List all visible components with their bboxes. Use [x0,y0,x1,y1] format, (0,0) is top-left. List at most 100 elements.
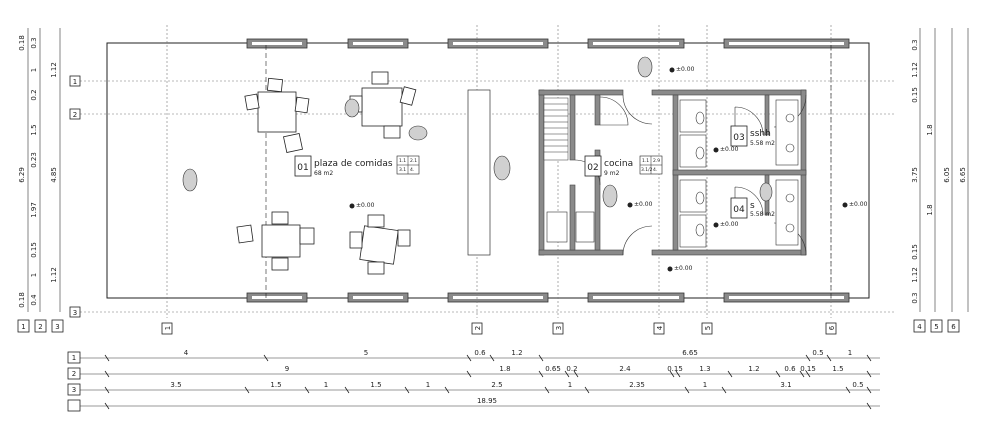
dimension-value: 1.5 [30,124,38,135]
room-code: 4. [653,167,657,173]
room-label-01: 01 plaza de comidas 68 m2 1.1 2.1 3.1 4. [294,155,420,177]
dimension-value: 6.29 [18,167,26,183]
dimension-value: 0.18 [18,35,26,51]
row-label: 1 [72,354,76,362]
table [257,91,297,133]
dimension-value: 1 [30,68,38,72]
axis-label: 5 [704,326,712,330]
bottom-dimension-lines [80,357,880,407]
chair [299,227,315,245]
room-area: 68 m2 [314,170,333,177]
axis-label: 3 [73,309,77,317]
dimension-value: 1 [426,381,430,389]
level-marker: ±0.00 [634,201,653,208]
dimension-value: 1.8 [926,124,934,135]
room-code: 4. [410,167,414,173]
counter [467,89,491,256]
dimension-value: 1 [848,349,852,357]
corner-label: 4 [917,323,922,331]
room-label-04: 04 s 5.58 m2 [730,197,775,219]
right-dimensions [919,28,969,312]
chair [271,211,289,225]
row-label: 3 [72,386,76,394]
room-name: sshh [750,129,771,139]
room-code: 1.1 [399,158,406,164]
row-label: 2 [72,370,76,378]
dimension-value: 1.12 [911,62,919,78]
dimension-value: 9 [285,365,289,373]
room-number: 01 [297,163,308,173]
dimension-value: 2.4 [619,365,631,373]
bath-fixtures [679,99,799,248]
room-number: 04 [733,205,745,215]
corner-label: 3 [55,323,59,331]
axis-label: 1 [164,326,172,330]
room-code: 1.1 [642,158,649,164]
grid-lines [80,25,895,318]
chair [397,229,411,247]
axis-label: 2 [73,111,77,119]
dimension-value: 0.3 [911,39,919,50]
room-code: 3.1 [399,167,406,173]
chair [244,93,260,111]
room-name: cocina [604,159,633,169]
dimension-value: 0.2 [566,365,577,373]
room-name: s [750,201,755,211]
dimension-value: 0.5 [812,349,823,357]
table [361,87,403,127]
dimension-value: 3.5 [170,381,181,389]
dimension-value: 6.65 [959,167,967,183]
dimension-value: 0.18 [18,292,26,308]
dimension-value: 4.85 [50,167,58,183]
furniture [236,71,417,275]
axis-markers-horizontal: 1 2 3 [69,75,81,318]
table [359,225,399,265]
axis-label: 6 [828,325,836,330]
room-number: 02 [587,163,598,173]
corner-label: 5 [934,323,938,331]
dimension-value: 0.15 [30,242,38,258]
corner-label: 1 [21,323,25,331]
right-corner-labels: 4 5 6 [913,319,960,333]
chair [371,71,389,85]
dimension-value: 1.5 [832,365,843,373]
dimension-value: 1.3 [699,365,710,373]
chair [367,214,385,228]
room-number: 03 [733,133,744,143]
dimension-value: 1.8 [499,365,510,373]
dimension-value: 0.65 [545,365,561,373]
dimension-value: 1 [324,381,328,389]
axis-label: 2 [474,326,482,330]
level-markers: ±0.00 ±0.00 ±0.00 ±0.00 ±0.00 ±0.00 ±0.0… [349,66,868,272]
dimension-value: 0.15 [800,365,816,373]
dimension-value: 1.2 [511,349,522,357]
dimension-value: 0.23 [30,152,38,168]
room-label-02: 02 cocina 9 m2 1.1 2.9 3.1/2 4. [584,155,663,177]
bottom-dimension-row-labels: 1 2 3 [67,351,81,412]
dimension-value: 1.5 [270,381,281,389]
chair [367,261,385,275]
room-code: 2.1 [410,158,417,164]
dimension-value: 1 [30,273,38,277]
chair [271,257,289,271]
dimension-value: 0.6 [474,349,486,357]
right-dimension-texts: 0.3 1.12 0.15 3.75 0.15 1.12 0.3 1.8 1.8… [911,39,967,303]
bottom-dimension-texts: 4 5 0.6 1.2 6.65 0.5 1 9 1.8 0.65 0.2 2.… [170,349,863,405]
dimension-value: 6.65 [682,349,698,357]
level-marker: ±0.00 [674,265,693,272]
chair [283,133,303,153]
room-label-03: 03 sshh 5.58 m2 [730,125,775,147]
dimension-value: 1.2 [748,365,759,373]
dimension-value: 1.97 [30,202,38,218]
chair [294,96,310,114]
dimension-value: 4 [184,349,189,357]
dimension-value: 0.15 [667,365,683,373]
dimension-value: 1 [568,381,572,389]
axis-label: 3 [555,326,563,330]
level-marker: ±0.00 [720,146,739,153]
dimension-value: 1.12 [50,62,58,78]
table [261,224,301,258]
corner-label: 2 [38,323,42,331]
kitchen-fixtures [546,211,595,243]
